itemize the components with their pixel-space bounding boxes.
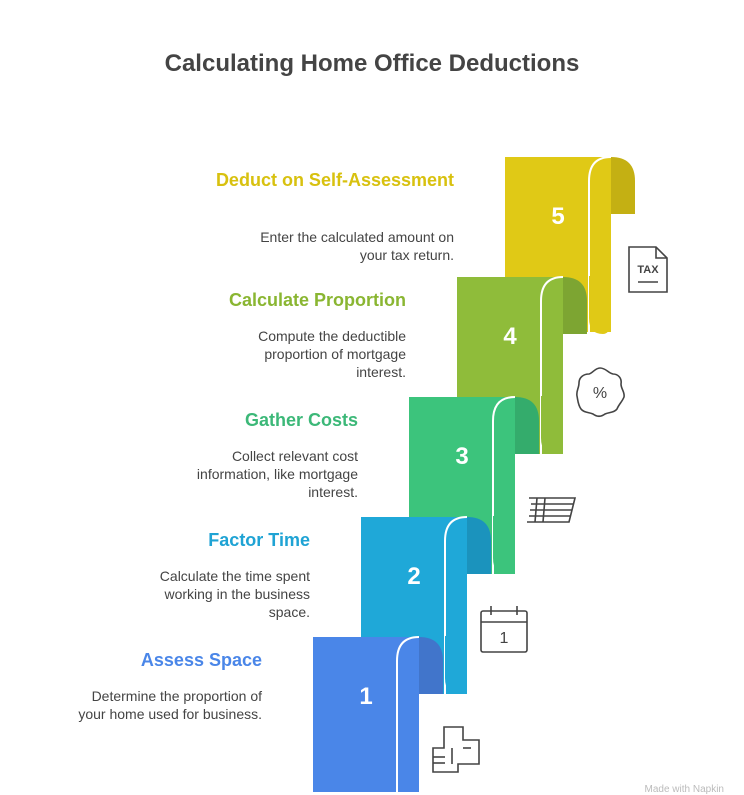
tax-document-icon: TAX	[628, 246, 668, 293]
svg-text:%: %	[593, 385, 607, 402]
calendar-icon: 1	[480, 606, 528, 653]
step-3-number: 3	[455, 443, 468, 470]
step-4-description: Compute the deductible proportion of mor…	[258, 328, 406, 380]
step-4-title: Calculate Proportion	[228, 290, 406, 310]
step-1-description: Determine the proportion of your home us…	[78, 688, 262, 722]
step-5-number: 5	[551, 203, 564, 230]
step-1-banner: 1	[313, 636, 443, 792]
step-5-title: Deduct on Self-Assessment	[215, 170, 454, 190]
step-3-title: Gather Costs	[244, 410, 358, 430]
floor-plan-icon	[432, 726, 480, 773]
money-stack-icon	[527, 497, 577, 523]
step-3-description: Collect relevant cost information, like …	[196, 448, 358, 500]
percent-badge-icon: %	[576, 367, 625, 418]
svg-text:1: 1	[500, 630, 509, 647]
step-1-title: Assess Space	[140, 650, 262, 670]
step-2-description: Calculate the time spent working in the …	[159, 568, 310, 620]
step-4-number: 4	[503, 323, 517, 350]
step-5-description: Enter the calculated amount on your tax …	[260, 229, 454, 263]
svg-text:TAX: TAX	[637, 264, 659, 276]
step-1-number: 1	[359, 683, 372, 710]
step-2-number: 2	[407, 563, 420, 590]
footer-credit: Made with Napkin	[644, 784, 724, 795]
step-2-title: Factor Time	[208, 530, 310, 550]
page-title: Calculating Home Office Deductions	[164, 50, 580, 77]
